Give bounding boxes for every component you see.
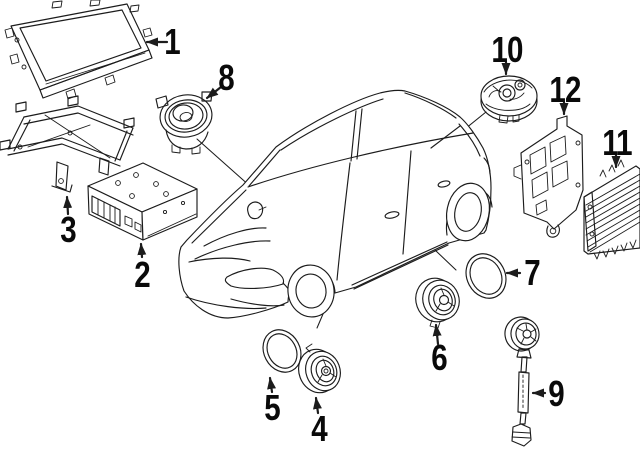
callout-11-label: 11 <box>602 122 632 163</box>
callout-arrow-4 <box>312 396 322 415</box>
tweeter-stem-assembly-drawing <box>504 316 540 447</box>
front-door-speaker-drawing <box>298 343 341 394</box>
callout-3-label: 3 <box>60 209 76 250</box>
callout-4-label: 4 <box>311 408 327 449</box>
front-trim-ring-drawing <box>262 329 302 373</box>
dash-tweeter-drawing <box>155 91 213 155</box>
callout-2-label: 2 <box>134 254 150 295</box>
callout-5-label: 5 <box>264 387 280 428</box>
radio-unit-drawing <box>87 162 198 241</box>
shelf-speaker-drawing <box>480 75 538 124</box>
callout-1-label: 1 <box>164 21 180 62</box>
rear-door-speaker-drawing <box>415 277 460 329</box>
callout-9-label: 9 <box>548 373 564 414</box>
callout-arrow-2 <box>137 242 147 259</box>
callout-7-label: 7 <box>524 252 540 293</box>
callout-12-label: 12 <box>549 69 581 110</box>
amplifier-bracket-drawing <box>513 115 584 238</box>
callout-10-label: 10 <box>491 29 523 70</box>
callout-arrow-8 <box>205 85 223 100</box>
callout-arrow-5 <box>267 376 277 394</box>
mounting-bracket-drawing <box>0 95 135 193</box>
callout-8-label: 8 <box>218 57 234 98</box>
callout-arrows <box>63 37 621 415</box>
callout-arrow-3 <box>63 195 73 216</box>
amplifier-drawing <box>583 159 640 260</box>
car-body-drawing <box>178 89 493 319</box>
display-unit-drawing <box>4 0 153 100</box>
callout-arrow-6 <box>432 323 442 346</box>
callout-6-label: 6 <box>431 337 447 378</box>
rear-trim-ring-drawing <box>465 253 507 299</box>
